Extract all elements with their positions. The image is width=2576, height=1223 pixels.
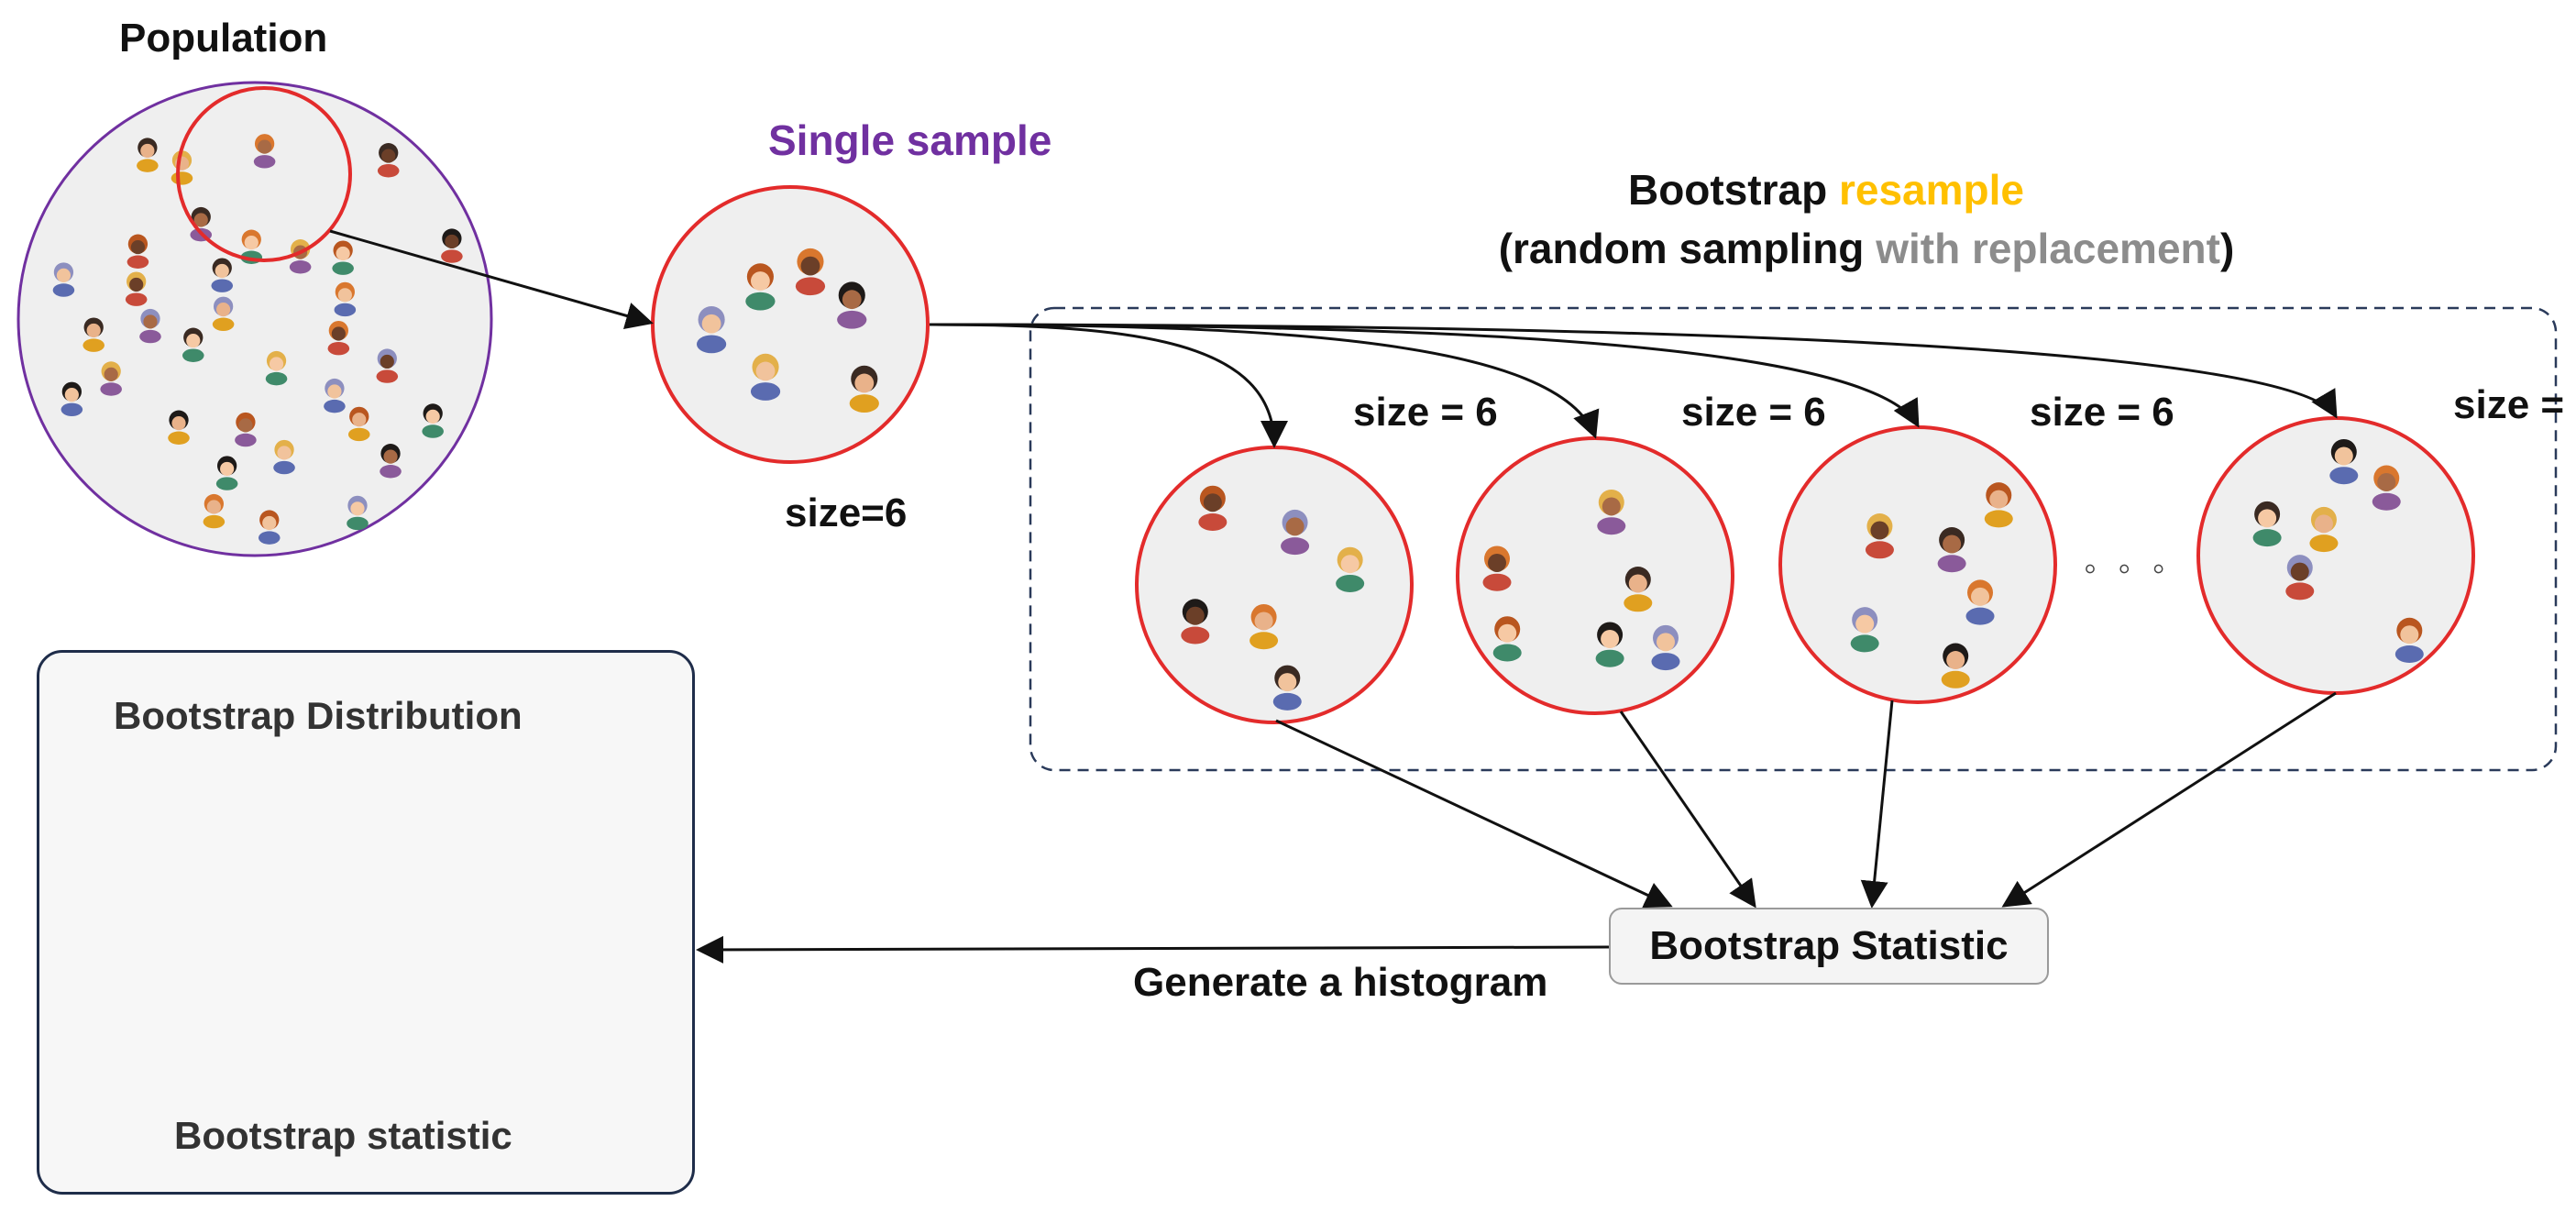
population-circle (17, 81, 493, 557)
person-icon (849, 365, 879, 413)
person-icon (215, 456, 238, 490)
person-icon (1624, 567, 1653, 612)
person-icon (2394, 617, 2424, 664)
person-icon (1482, 545, 1512, 591)
arrow-population-to-sample (329, 229, 654, 330)
person-icon (211, 258, 234, 292)
person-icon (1181, 599, 1210, 645)
person-icon (750, 353, 781, 401)
bootstrap-title-accent: resample (1838, 166, 2025, 214)
person-icon (265, 350, 288, 386)
bootstrap-resample-title: Bootstrap resample (1628, 169, 2024, 211)
person-icon (1198, 485, 1227, 531)
bootstrap-title-prefix: Bootstrap (1627, 166, 1839, 214)
person-icon (1984, 482, 2013, 528)
person-icon (212, 296, 235, 332)
person-icon (100, 361, 122, 396)
person-icon (347, 406, 370, 442)
person-icon (1249, 603, 1279, 650)
person-icon (125, 271, 148, 306)
person-icon (1965, 579, 1995, 625)
person-icon (2309, 506, 2339, 553)
arrow-statistic-to-histogram (696, 935, 1610, 964)
person-icon (182, 327, 204, 362)
resample-size-label: size = 6 (1353, 390, 1498, 435)
person-icon (139, 308, 161, 344)
distribution-xlabel: Bootstrap statistic (174, 1114, 512, 1157)
person-icon (137, 138, 159, 172)
person-icon (347, 495, 369, 531)
person-icon (327, 320, 350, 356)
person-icon (376, 348, 399, 383)
population-sample-highlight (176, 86, 352, 262)
bootstrap-resample-subtitle: (random sampling with replacement) (1499, 227, 2235, 270)
resample-dashed-box (1029, 306, 2558, 772)
arrow-sample-to-resample-1 (929, 323, 1288, 448)
person-icon (83, 317, 105, 352)
person-icon (1941, 643, 1970, 689)
single-sample-people (696, 248, 879, 413)
distribution-panel (37, 650, 695, 1195)
person-icon (696, 306, 727, 354)
person-icon (52, 262, 75, 297)
person-icon (334, 281, 357, 317)
ellipsis-dots: ◦ ◦ ◦ (2084, 548, 2171, 589)
population-title: Population (119, 16, 328, 61)
arrow-resample-1-to-statistic (1275, 719, 1673, 909)
distribution-title: Bootstrap Distribution (114, 694, 523, 737)
resample-size-label: size = 6 (2453, 382, 2576, 427)
person-icon (168, 410, 190, 445)
resample-circle (1778, 425, 2057, 704)
person-icon (745, 263, 776, 311)
person-icon (273, 439, 295, 475)
person-icon (324, 378, 346, 413)
generate-histogram-label: Generate a histogram (1133, 960, 1548, 1005)
arrow-resample-4-to-statistic (2001, 691, 2337, 908)
resample-size-label: size = 6 (1681, 390, 1826, 435)
person-icon (2252, 501, 2282, 547)
bootstrap-statistic-label: Bootstrap Statistic (1649, 923, 2009, 968)
person-icon (127, 234, 149, 269)
person-icon (253, 134, 276, 169)
person-icon (235, 412, 257, 447)
person-icon (1850, 607, 1879, 653)
arrow-resample-2-to-statistic (1619, 711, 1756, 909)
person-icon (377, 143, 400, 178)
single-sample-size-label: size=6 (785, 490, 908, 535)
resample-size-label: size = 6 (2030, 390, 2174, 435)
person-icon (2285, 555, 2315, 600)
person-icon (1937, 527, 1966, 573)
arrow-sample-to-resample-4 (929, 323, 2338, 419)
person-icon (1597, 489, 1626, 535)
single-sample-title: Single sample (768, 116, 1052, 164)
bootstrap-statistic-box: Bootstrap Statistic (1609, 908, 2049, 985)
person-icon (2372, 465, 2401, 511)
person-icon (837, 281, 867, 329)
person-icon (203, 493, 226, 529)
person-icon (61, 381, 83, 417)
person-icon (422, 403, 444, 438)
person-icon (1281, 509, 1310, 556)
person-icon (441, 228, 463, 263)
person-icon (332, 240, 354, 275)
person-icon (1492, 616, 1522, 662)
person-icon (1272, 665, 1302, 711)
person-icon (380, 444, 402, 479)
person-icon (1336, 546, 1365, 592)
person-icon (258, 510, 281, 545)
resample-circle (1135, 446, 1414, 724)
single-sample-circle (651, 185, 930, 464)
person-icon (2329, 438, 2359, 485)
person-icon (795, 248, 826, 296)
subtitle-gray: with replacement (1876, 225, 2220, 272)
person-icon (1595, 622, 1624, 667)
subtitle-post: ) (2219, 225, 2235, 272)
person-icon (1651, 624, 1680, 671)
subtitle-pre: (random sampling (1498, 225, 1877, 272)
person-icon (1865, 513, 1894, 559)
resample-people (1181, 438, 2424, 711)
arrow-resample-3-to-statistic (1860, 700, 1894, 909)
